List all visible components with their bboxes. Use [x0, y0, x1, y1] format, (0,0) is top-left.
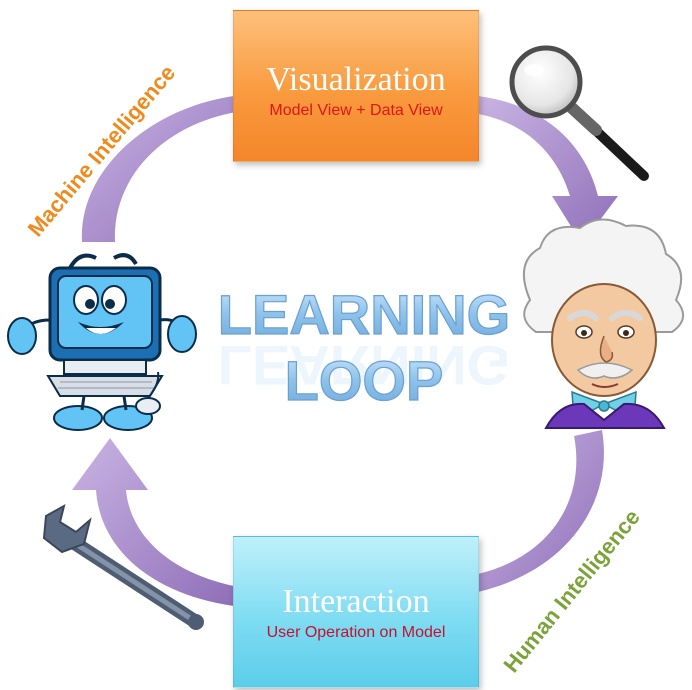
interaction-title: Interaction — [282, 583, 430, 620]
center-title-line1-reflection: LEARNING — [218, 334, 510, 397]
loop-arrow-top-left — [81, 96, 237, 242]
loop-arrow-top-right — [478, 96, 618, 244]
visualization-box: Visualization Model View + Data View — [233, 10, 479, 162]
center-title-line2: LOOP — [285, 349, 444, 412]
computer-mascot-icon — [7, 253, 197, 431]
center-title: LEARNING LEARNING LOOP — [217, 282, 511, 412]
wrench-icon — [42, 504, 204, 630]
visualization-title: Visualization — [266, 61, 446, 98]
interaction-box: Interaction User Operation on Model — [233, 536, 479, 688]
loop-arrow-bottom-right — [478, 430, 604, 592]
visualization-subtitle: Model View + Data View — [269, 102, 443, 119]
interaction-subtitle: User Operation on Model — [266, 624, 446, 641]
center-title-line1: LEARNING — [218, 283, 510, 346]
magnifier-icon — [509, 45, 649, 181]
loop-arrow-bottom-left — [72, 438, 234, 606]
scientist-caricature-icon — [523, 218, 684, 429]
